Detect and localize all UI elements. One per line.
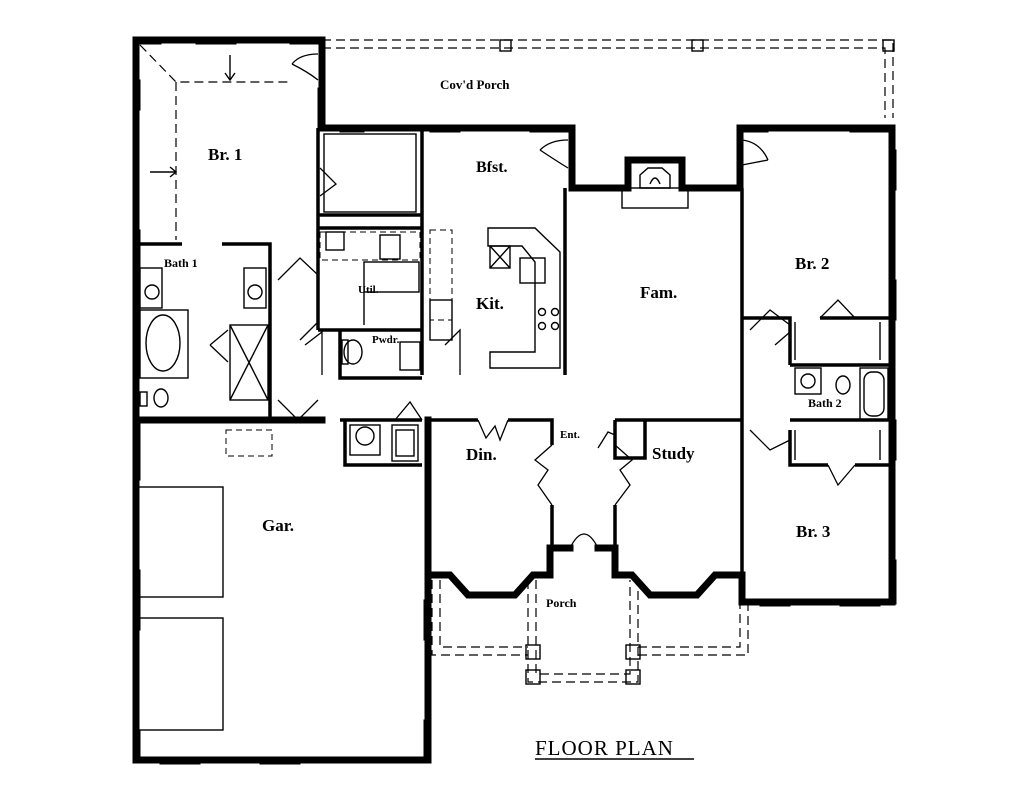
interior-walls — [132, 128, 892, 579]
label-br1: Br. 1 — [208, 145, 242, 164]
label-covd-porch: Cov'd Porch — [440, 77, 510, 92]
room-labels: Cov'd Porch Br. 1 Bath 1 Bfst. Kit. Util… — [164, 77, 842, 610]
label-din: Din. — [466, 445, 497, 464]
fireplace — [621, 167, 689, 209]
bath1-fixtures — [139, 267, 269, 408]
garage-fixtures — [137, 424, 419, 731]
plan-title: FLOOR PLAN — [535, 736, 674, 760]
kitchen-counters — [429, 227, 561, 369]
label-pwdr: Pwdr. — [372, 334, 400, 346]
label-kit: Kit. — [476, 294, 504, 313]
bath2-fixtures — [794, 367, 889, 421]
label-bath2: Bath 2 — [808, 396, 842, 410]
wall-hatching — [132, 36, 897, 765]
label-util: Util. — [358, 284, 379, 296]
front-porch-outline — [431, 580, 749, 685]
br1-ceiling-lines — [139, 44, 290, 240]
doors — [209, 53, 856, 549]
covered-porch-outline — [322, 39, 895, 118]
label-ent: Ent. — [560, 429, 580, 441]
label-br2: Br. 2 — [795, 254, 829, 273]
closet-details — [323, 133, 881, 460]
label-porch: Porch — [546, 596, 577, 610]
powder-fixtures — [341, 339, 421, 371]
utility-fixtures — [319, 231, 421, 325]
label-bfst: Bfst. — [476, 159, 508, 176]
label-gar: Gar. — [262, 516, 294, 535]
label-br3: Br. 3 — [796, 522, 830, 541]
label-fam: Fam. — [640, 283, 677, 302]
label-bath1: Bath 1 — [164, 256, 198, 270]
label-study: Study — [652, 444, 695, 463]
